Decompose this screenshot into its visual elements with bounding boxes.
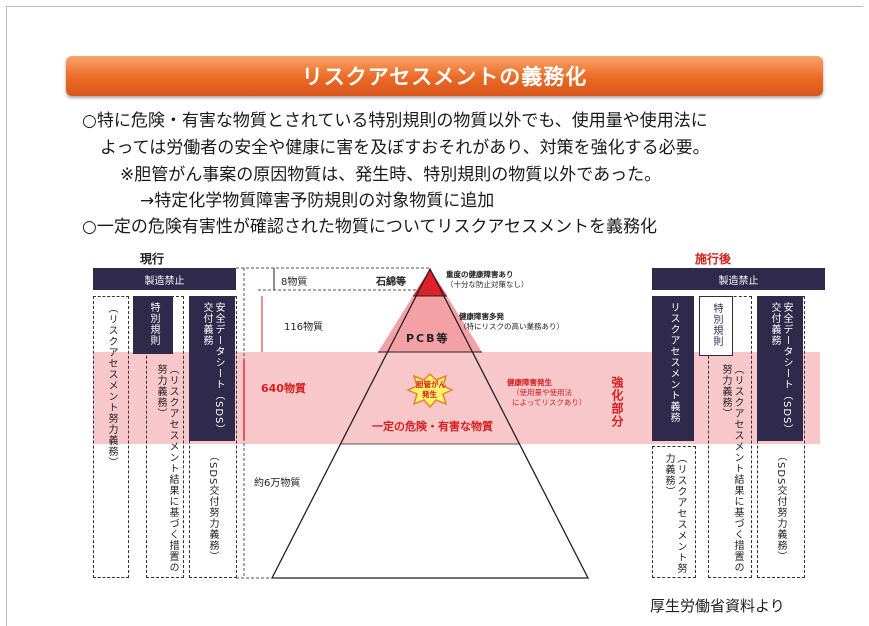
right-ra-effort-text: （リスクアセスメント努力義務） — [663, 453, 686, 574]
right-special-box: 特別規則 — [699, 296, 733, 356]
bullet-1: ○特に危険・有害な物質とされている特別規則の物質以外でも、使用量や使用法に — [82, 111, 708, 131]
right-ra-effort-box: （リスクアセスメント努力義務） — [652, 446, 696, 578]
note-bile-duct: ※胆管がん事案の原因物質は、発生時、特別規則の物質以外であった。 — [120, 165, 662, 185]
pcb-label: PCB等 — [406, 332, 450, 345]
burst-text-1: 胆管がん — [416, 380, 446, 389]
right-measure-effort-area: （リスクアセスメント結果に基づく措置の努力義務） — [715, 358, 747, 573]
left-special-box: 特別規則 — [133, 296, 173, 354]
right-sds-effort-text: （SDS交付努力義務） — [775, 451, 786, 563]
right-measure-effort-text: （リスクアセスメント結果に基づく措置の努力義務） — [720, 364, 743, 573]
left-ra-effort-text: （リスクアセスメント努力義務） — [106, 303, 117, 468]
right-header: 施行後 — [695, 252, 732, 266]
right-special-text: 特別規則 — [711, 303, 722, 347]
right-sds-duty-text: 安全データシート（SDS）交付義務 — [769, 302, 792, 436]
pcb-note-2: （特にリスクの高い業務あり） — [459, 322, 564, 331]
title-banner: リスクアセスメントの義務化 — [66, 56, 823, 96]
asbestos-label: 石綿等 — [376, 277, 406, 288]
count-116: 116物質 — [284, 322, 324, 333]
strengthen-label: 強化部分 — [610, 376, 624, 428]
count-8: 8物質 — [281, 277, 308, 288]
right-ban-bar: 製造禁止 — [652, 268, 825, 290]
asbestos-note-2: （十分な防止対策なし） — [446, 280, 529, 289]
burst-icon — [406, 372, 454, 409]
count-640: 640物質 — [261, 382, 306, 395]
left-special-text: 特別規則 — [148, 302, 159, 346]
note-arrow: →特定化学物質障害予防規則の対象物質に追加 — [140, 191, 495, 211]
pyramid-asbestos-tier — [413, 269, 447, 296]
frame-border-left — [6, 6, 7, 626]
pyramid-pcb-tier — [378, 296, 482, 352]
middle-label: 一定の危険・有害な物質 — [372, 420, 493, 433]
left-sds-duty-box: 安全データシート（SDS）交付義務 — [189, 296, 235, 441]
burst-text-2: 発生 — [422, 390, 437, 399]
mid-note-3: によってリスクあり） — [512, 398, 587, 407]
left-sds-effort-text: （SDS交付努力義務） — [207, 451, 218, 563]
asbestos-note-1: 重度の健康障害あり — [446, 270, 514, 279]
left-measure-effort-text: （リスクアセスメント結果に基づく措置の努力義務） — [155, 364, 178, 573]
right-ban-label: 製造禁止 — [718, 275, 759, 287]
count-60000: 約6万物質 — [254, 478, 301, 489]
bullet-1-cont: よっては労働者の安全や健康に害を及ぼすおそれがあり、対策を強化する必要。 — [100, 138, 710, 158]
left-ra-effort-box: （リスクアセスメント努力義務） — [93, 296, 129, 578]
mid-note-2: （使用量や使用法 — [512, 388, 572, 397]
right-ra-duty-text: リスクアセスメント義務 — [668, 302, 679, 423]
pcb-note-1: 健康障害多発 — [459, 312, 504, 321]
left-measure-effort-area: （リスクアセスメント結果に基づく措置の努力義務） — [151, 358, 181, 573]
left-ban-label: 製造禁止 — [144, 275, 185, 287]
left-header: 現行 — [140, 252, 165, 266]
right-sds-duty-box: 安全データシート（SDS）交付義務 — [757, 296, 803, 441]
mid-note-1: 健康障害発生 — [507, 378, 552, 387]
right-sds-effort-area: （SDS交付努力義務） — [757, 445, 803, 573]
left-sds-duty-text: 安全データシート（SDS）交付義務 — [201, 302, 224, 436]
right-ra-duty-box: リスクアセスメント義務 — [652, 296, 694, 441]
source-credit: 厚生労働省資料より — [650, 597, 785, 615]
frame-border-top — [6, 6, 863, 7]
left-ban-bar: 製造禁止 — [93, 268, 236, 290]
page-title: リスクアセスメントの義務化 — [301, 65, 588, 89]
bullet-2: ○一定の危険有害性が確認された物質についてリスクアセスメントを義務化 — [82, 217, 657, 237]
pyramid-outline — [270, 267, 590, 579]
left-sds-effort-area: （SDS交付努力義務） — [189, 445, 235, 573]
